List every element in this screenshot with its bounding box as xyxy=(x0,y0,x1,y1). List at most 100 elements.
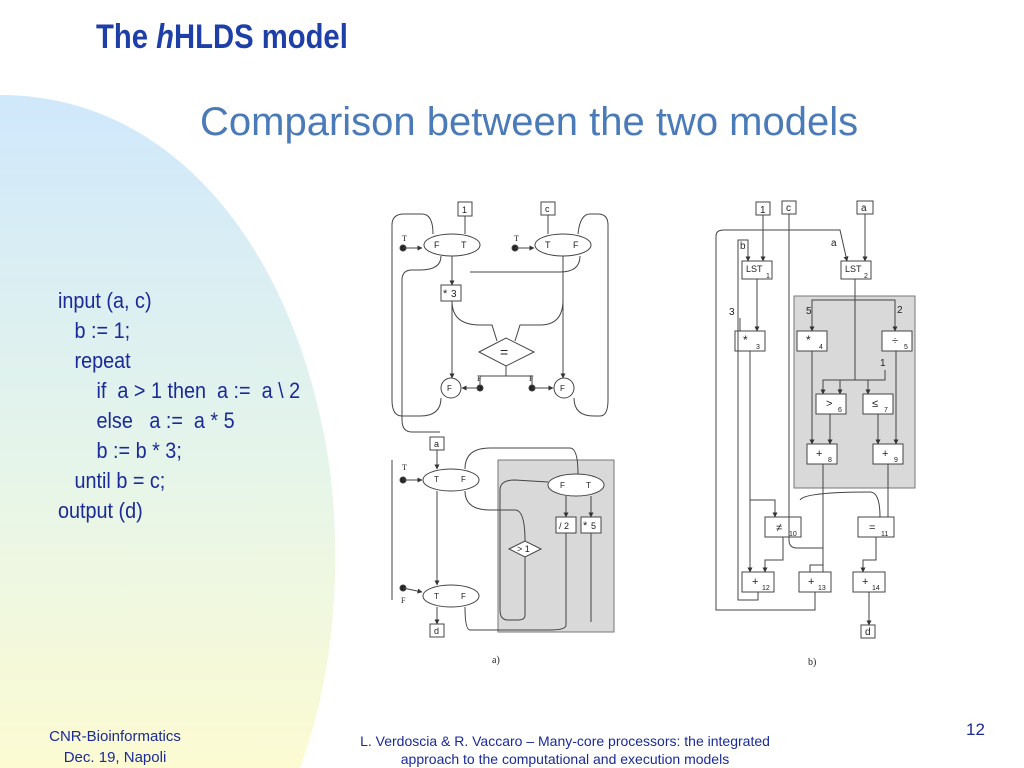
wire xyxy=(401,419,440,433)
label-lst: LST xyxy=(845,264,862,274)
code-line: input (a, c) xyxy=(58,288,152,313)
label-op-le: ≤ xyxy=(872,398,878,410)
label-op-plus: + xyxy=(882,448,888,460)
label-T: T xyxy=(545,240,551,250)
caption-a: a) xyxy=(492,655,500,666)
wire xyxy=(573,213,609,417)
wire xyxy=(860,537,877,573)
title-suffix: HLDS model xyxy=(173,18,348,56)
label-T: T xyxy=(402,234,407,243)
label-T: T xyxy=(402,463,407,472)
label-F: F xyxy=(401,596,406,605)
label-div2: / 2 xyxy=(559,521,569,531)
label-const2: 2 xyxy=(897,305,903,316)
wire xyxy=(788,214,824,572)
gt1-diamond xyxy=(507,540,543,558)
diagram-a-labels: 1 c F T T F T T * 3 = F F F F a T T F F … xyxy=(401,204,596,666)
label-in-1: 1 xyxy=(760,205,766,216)
background-curve-shape xyxy=(0,95,336,768)
title-italic-h: h xyxy=(156,18,174,56)
label-op-plus: + xyxy=(816,448,822,460)
label-sub: 11 xyxy=(881,531,888,538)
wire xyxy=(799,491,881,518)
wire xyxy=(506,375,533,386)
footer-citation: L. Verdoscia & R. Vaccaro – Many-core pr… xyxy=(300,732,830,768)
label-in-a: a xyxy=(434,439,439,449)
label-op-ne: ≠ xyxy=(776,522,782,534)
wire xyxy=(737,239,759,601)
label-op-gt: > xyxy=(826,398,832,410)
merge-node-right xyxy=(534,233,592,257)
wire xyxy=(464,490,526,542)
caption-b: b) xyxy=(808,657,816,668)
wire xyxy=(479,366,507,386)
equal-diamond xyxy=(477,337,536,367)
footer-date: Dec. 19, Napoli xyxy=(63,749,167,766)
label-F: F xyxy=(434,240,440,250)
op-box-eq11 xyxy=(857,516,895,538)
label-sub: 6 xyxy=(838,407,842,414)
label-eq: = xyxy=(500,344,508,360)
label-const3: 3 xyxy=(729,307,735,318)
label-const1: 1 xyxy=(880,358,886,369)
wire xyxy=(762,537,784,573)
footer-citation-line: L. Verdoscia & R. Vaccaro – Many-core pr… xyxy=(360,733,770,749)
label-mul-star: * xyxy=(443,288,448,300)
wire xyxy=(820,370,886,395)
label-T: T xyxy=(434,592,439,601)
merge-node-loop xyxy=(547,473,605,497)
title-prefix: The xyxy=(96,18,157,56)
wire xyxy=(402,587,423,594)
slide-subtitle: Comparison between the two models xyxy=(200,100,859,144)
code-line: until b = c; xyxy=(58,468,166,493)
op-box-plus13 xyxy=(798,571,832,593)
label-const5: 5 xyxy=(806,306,812,317)
footer-citation-line: approach to the computational and execut… xyxy=(400,751,730,767)
wire xyxy=(749,351,778,518)
footer-left: CNR-Bioinformatics Dec. 19, Napoli xyxy=(0,726,230,768)
code-line: b := 1; xyxy=(58,318,131,343)
label-op-eq: = xyxy=(869,522,875,534)
label-sub: 12 xyxy=(762,585,770,592)
wire xyxy=(855,299,898,332)
merge-node-lower xyxy=(422,468,480,492)
label-F: F xyxy=(560,481,565,490)
wire xyxy=(391,213,442,417)
label-sub: 1 xyxy=(766,273,770,280)
diagram-b-labels: 1 c a b a LST 1 LST 2 3 5 2 1 * 3 * 4 ÷ … xyxy=(729,203,908,668)
label-in-1: 1 xyxy=(462,205,467,215)
label-out-d: d xyxy=(434,626,439,636)
label-sub: 14 xyxy=(872,585,880,592)
slide-title: The hHLDS model xyxy=(96,18,348,57)
label-in-c: c xyxy=(786,203,791,214)
label-a: a xyxy=(831,238,837,249)
wire xyxy=(514,299,564,342)
label-op-plus: + xyxy=(752,576,758,588)
switch-node-output xyxy=(422,584,480,608)
label-in-a: a xyxy=(861,203,867,214)
op-box-mul3 xyxy=(734,330,766,352)
label-sub: 5 xyxy=(904,344,908,351)
code-line: if a > 1 then a := a \ 2 xyxy=(58,378,301,403)
wire xyxy=(401,255,442,420)
label-sub: 7 xyxy=(884,407,888,414)
label-sub: 10 xyxy=(789,531,797,538)
wire xyxy=(809,464,824,572)
op-box-gt6 xyxy=(815,393,847,415)
label-sub: 13 xyxy=(818,585,826,592)
diagram-b xyxy=(715,200,916,639)
code-line: else a := a * 5 xyxy=(58,408,235,433)
label-T: T xyxy=(434,475,439,484)
diagram-a xyxy=(391,201,615,638)
label-F: F xyxy=(560,384,565,393)
label-op-div: ÷ xyxy=(892,335,898,347)
wire xyxy=(715,229,849,611)
label-T: T xyxy=(586,481,591,490)
label-sub: 9 xyxy=(894,457,898,464)
wire xyxy=(470,255,581,273)
label-sub: 2 xyxy=(864,273,868,280)
page-number: 12 xyxy=(966,720,985,739)
merge-node-left xyxy=(423,233,481,257)
